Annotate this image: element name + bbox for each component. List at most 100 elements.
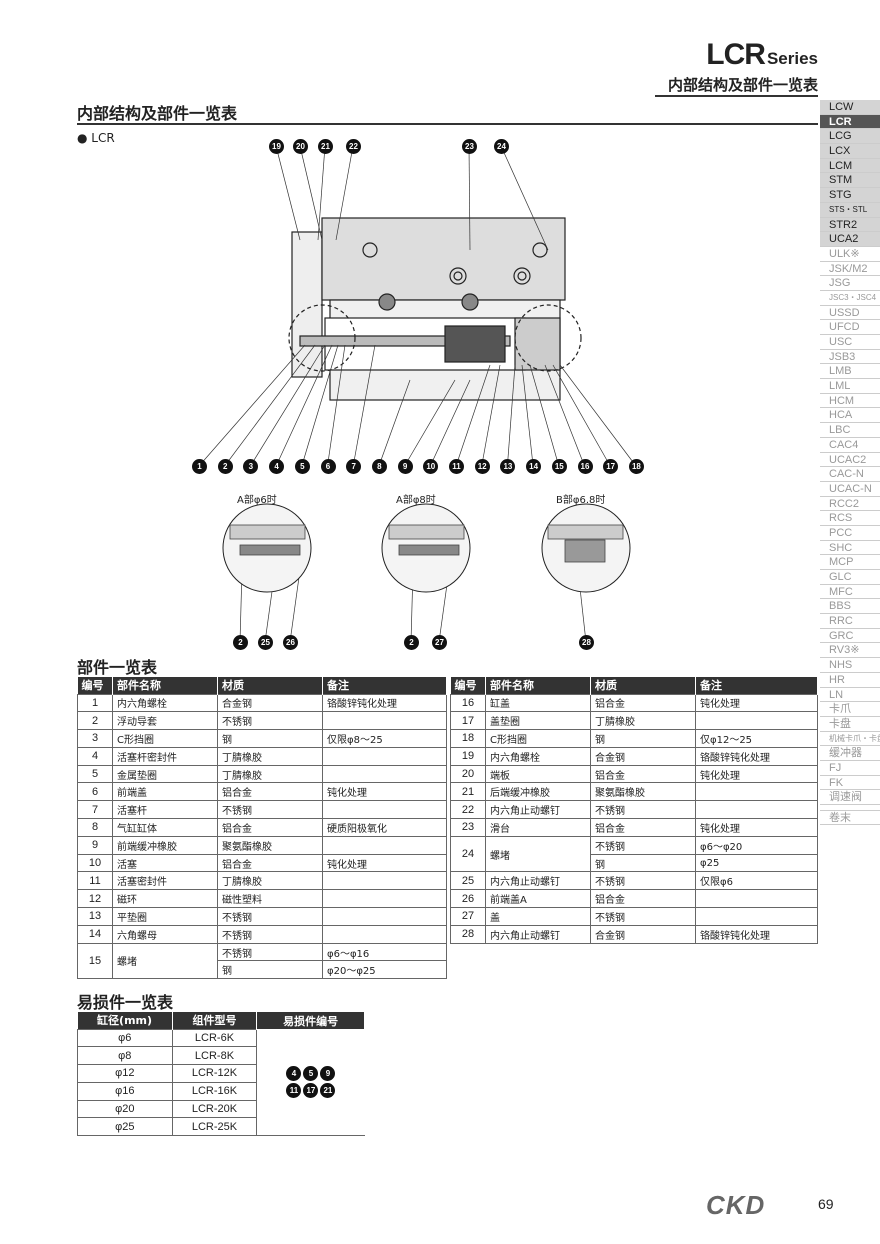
material: 不锈钢 (590, 835, 696, 855)
sidebar-item[interactable]: 卡盘 (820, 717, 880, 732)
sidebar-item[interactable]: LCM (820, 158, 880, 174)
sidebar-item[interactable]: RCS (820, 511, 880, 526)
sidebar-item[interactable]: FK (820, 776, 880, 791)
sidebar-item[interactable]: RCC2 (820, 497, 880, 512)
sidebar-item[interactable]: 卡爪 (820, 702, 880, 717)
sidebar-item[interactable]: LML (820, 379, 880, 394)
part-number: 21 (450, 782, 486, 802)
sidebar-item[interactable]: STM (820, 173, 880, 189)
sidebar-item[interactable]: LCW (820, 100, 880, 115)
sidebar-item[interactable]: FJ (820, 761, 880, 776)
part-number: 17 (450, 711, 486, 731)
sidebar-item[interactable]: JSC3・JSC4 (820, 291, 880, 306)
part-name: 缸盖 (485, 693, 591, 713)
part-name: 前端缓冲橡胶 (112, 835, 218, 855)
sidebar-item[interactable]: USC (820, 335, 880, 350)
sidebar-item[interactable]: UFCD (820, 320, 880, 335)
leader-line (529, 364, 560, 467)
sidebar-item[interactable]: MCP (820, 555, 880, 570)
material: 不锈钢 (217, 800, 323, 820)
sidebar-item[interactable]: RRC (820, 614, 880, 629)
callout-number: 12 (474, 459, 490, 474)
remark: 硬质阳极氧化 (322, 818, 447, 837)
part-name: 金属垫圈 (112, 764, 218, 784)
page-number: 69 (818, 1196, 834, 1212)
sidebar-item[interactable]: RV3※ (820, 643, 880, 659)
material: 磁性塑料 (217, 889, 323, 909)
sidebar-item[interactable]: JSB3 (820, 350, 880, 365)
remark: 钝化处理 (695, 818, 818, 837)
sidebar-item[interactable]: LN (820, 688, 880, 703)
sidebar-item[interactable]: 机械卡爪・卡盘 (820, 732, 880, 747)
part-number: 4 (77, 746, 113, 766)
sidebar-item[interactable]: GLC (820, 570, 880, 585)
leader-line (507, 364, 516, 467)
leader-line (378, 379, 411, 467)
sidebar-item[interactable]: CAC4 (820, 438, 880, 453)
sidebar-item[interactable]: ULK※ (820, 247, 880, 262)
sidebar-item[interactable]: 卷末 (820, 810, 880, 825)
sidebar-item[interactable]: HCM (820, 394, 880, 409)
part-number: 25 (450, 871, 486, 891)
sidebar-item[interactable]: STR2 (820, 217, 880, 233)
sidebar-item[interactable]: 调速阀 (820, 790, 880, 805)
remark (695, 889, 818, 909)
material: 丁腈橡胶 (217, 746, 323, 766)
table-header: 编号部件名称材质备注 (450, 677, 818, 694)
sidebar-item[interactable]: MFC (820, 585, 880, 600)
sidebar-item[interactable]: 缓冲器 (820, 746, 880, 761)
remark: 铬酸锌钝化处理 (695, 924, 818, 944)
sidebar-item[interactable]: STS・STL (820, 202, 880, 218)
sidebar-item[interactable]: GRC (820, 629, 880, 644)
part-number: 20 (450, 764, 486, 784)
part-name: 滑台 (485, 818, 591, 837)
callout-number: 9 (397, 459, 413, 474)
remark: φ25 (695, 853, 818, 873)
callout-number: 16 (577, 459, 593, 474)
sidebar-item[interactable]: USSD (820, 306, 880, 321)
material: 铝合金 (590, 764, 696, 784)
sidebar-item[interactable]: JSK/M2 (820, 262, 880, 277)
sidebar-item[interactable]: BBS (820, 599, 880, 615)
sidebar-item[interactable]: LCX (820, 144, 880, 159)
callout-number: 25 (258, 635, 273, 650)
sidebar-item[interactable]: UCAC2 (820, 453, 880, 468)
column-header: 编号 (450, 677, 486, 694)
kit-model: LCR-6K (171, 1028, 258, 1048)
sidebar-item[interactable]: HR (820, 673, 880, 688)
sidebar-item[interactable]: UCAC-N (820, 482, 880, 497)
sidebar-item[interactable]: LBC (820, 423, 880, 438)
part-name: 盖垫圈 (485, 711, 591, 731)
leader-line (455, 364, 491, 467)
remark (322, 871, 447, 891)
leader-line (552, 364, 611, 467)
sidebar-item[interactable]: UCA2 (820, 232, 880, 247)
part-number: 28 (450, 924, 486, 944)
material: 不锈钢 (590, 907, 696, 926)
sidebar-item[interactable]: HCA (820, 408, 880, 424)
callout-number: 21 (320, 1083, 336, 1099)
sidebar-item[interactable]: LCR (820, 114, 880, 130)
part-name: 六角螺母 (112, 924, 218, 944)
sidebar-item[interactable]: PCC (820, 526, 880, 541)
remark (322, 835, 447, 855)
sidebar-item[interactable]: LMB (820, 364, 880, 380)
sidebar-item[interactable]: NHS (820, 658, 880, 673)
sidebar-item[interactable]: CAC-N (820, 467, 880, 482)
part-number: 12 (77, 889, 113, 909)
sidebar-item[interactable]: LCG (820, 129, 880, 145)
column-header: 易损件编号 (256, 1012, 365, 1029)
sidebar-item[interactable]: JSG (820, 276, 880, 291)
material: 不锈钢 (590, 800, 696, 820)
sidebar-item[interactable]: STG (820, 188, 880, 203)
sidebar-item[interactable]: SHC (820, 541, 880, 556)
